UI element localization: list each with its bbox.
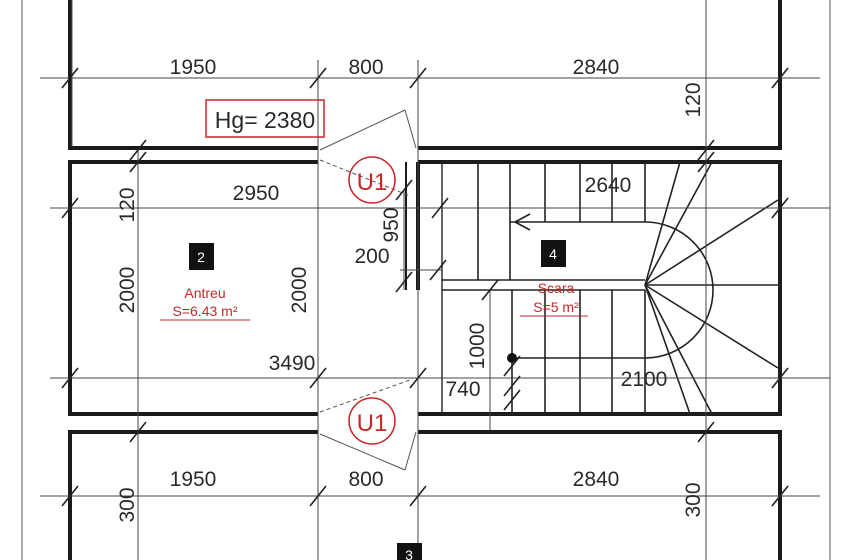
- room-bottom: 3: [397, 543, 422, 560]
- top-room: [68, 0, 782, 150]
- dim-stair-height: 1000: [466, 323, 489, 370]
- room-number: 2: [197, 249, 205, 265]
- room-name: Scara: [538, 280, 575, 296]
- dim-bottom-left-vertical: 300: [116, 487, 139, 522]
- winder-lines: [644, 161, 779, 415]
- room-scara: 4 Scara S=5 m²: [520, 240, 588, 317]
- dim-stair-width: 2640: [585, 174, 632, 197]
- dim-hall-length: 3490: [269, 352, 316, 375]
- dim-inner-height: 2000: [288, 267, 311, 314]
- door-mark-top: U1: [348, 156, 396, 204]
- bottom-room: [68, 430, 782, 560]
- dim-hall-width: 2950: [233, 182, 280, 205]
- svg-text:U1: U1: [357, 169, 388, 196]
- dim-bottom-right-vertical: 300: [682, 482, 705, 517]
- dimension-lines: [40, 0, 830, 560]
- door-bottom: [319, 379, 417, 471]
- dim-top-left: 1950: [170, 56, 217, 79]
- height-label-box: [205, 99, 325, 138]
- dim-top-right: 2840: [573, 56, 620, 79]
- staircase: [441, 161, 781, 415]
- dim-small-200: 200: [354, 245, 389, 268]
- dim-bottom-door: 800: [348, 468, 383, 491]
- room-badge: [397, 543, 422, 560]
- door-mark-bottom: U1: [348, 397, 396, 445]
- dim-door-offset: 950: [380, 207, 403, 242]
- stair-start-dot: [507, 353, 517, 363]
- dim-stair-740: 740: [445, 378, 480, 401]
- dim-stair-2100: 2100: [621, 368, 668, 391]
- dim-left-height: 2000: [116, 267, 139, 314]
- height-label: Hg= 2380: [215, 107, 315, 133]
- dimension-ticks: [61, 67, 789, 507]
- door-top: [319, 109, 417, 197]
- dim-top-right-vertical: 120: [682, 82, 705, 117]
- svg-text:U1: U1: [357, 410, 388, 437]
- room-badge: [189, 243, 214, 270]
- room-number: 3: [405, 547, 413, 560]
- dim-bottom-right: 2840: [573, 468, 620, 491]
- middle-walls: [68, 160, 782, 416]
- dim-left-small: 120: [116, 187, 139, 222]
- room-name: Antreu: [184, 285, 225, 301]
- room-area: S=6.43 m²: [173, 303, 238, 319]
- room-number: 4: [549, 246, 557, 262]
- arrow-head: [514, 213, 531, 223]
- dim-top-door: 800: [348, 56, 383, 79]
- room-antreu: 2 Antreu S=6.43 m²: [160, 243, 250, 321]
- dim-bottom-left: 1950: [170, 468, 217, 491]
- room-area: S=5 m²: [533, 299, 579, 315]
- room-badge: [541, 240, 566, 267]
